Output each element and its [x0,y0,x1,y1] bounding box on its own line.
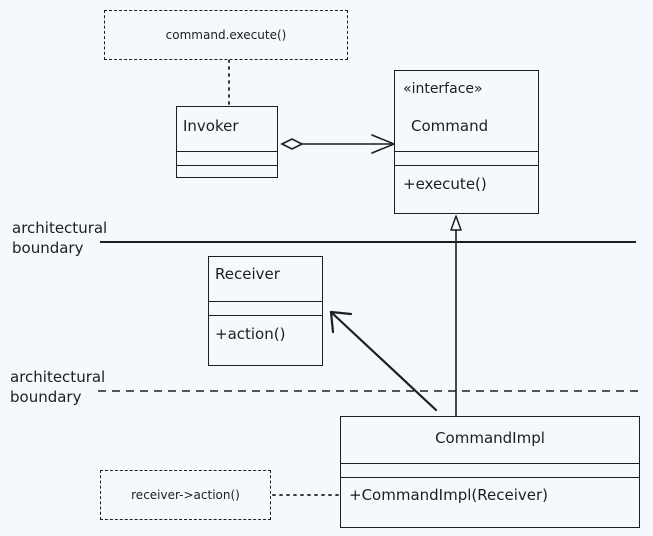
invoker-note-text: command.execute() [165,28,287,42]
upper-boundary-label: architectural boundary [12,218,107,258]
lower-boundary-label-line2: boundary [10,388,82,406]
receiver-class-name: Receiver [215,265,280,283]
invoker-methods-divider [177,165,277,166]
command-impl-methods-divider [341,477,639,478]
command-impl-constructor: +CommandImpl(Receiver) [349,486,548,504]
command-class-name: Command [411,117,489,135]
command-methods-divider [395,165,538,166]
receiver-methods-divider [209,315,322,316]
realization-triangle [450,215,462,231]
receiver-class: Receiver +action() [208,256,323,366]
command-impl-class: CommandImpl +CommandImpl(Receiver) [340,416,640,528]
upper-boundary-label-line2: boundary [12,239,84,257]
command-interface: «interface» Command +execute() [394,70,539,214]
command-stereotype: «interface» [403,81,483,97]
impl-note: receiver->action() [100,470,271,520]
command-impl-class-name: CommandImpl [435,429,545,447]
impl-note-text: receiver->action() [131,488,240,502]
invoker-note: command.execute() [104,10,348,60]
aggregation-diamond [280,138,304,150]
lower-boundary-label-line1: architectural [10,368,106,386]
command-method: +execute() [403,175,487,193]
impl-receiver-dependency [329,310,438,412]
invoker-attributes-divider [177,151,277,152]
invoker-class-name: Invoker [183,117,239,135]
invoker-class: Invoker [176,106,278,178]
lower-boundary-label: architectural boundary [10,367,105,407]
receiver-method: +action() [215,325,286,343]
command-impl-attributes-divider [341,463,639,464]
dependency-arrowhead [329,310,353,334]
receiver-attributes-divider [209,301,322,302]
command-attributes-divider [395,151,538,152]
upper-boundary-label-line1: architectural [12,219,108,237]
